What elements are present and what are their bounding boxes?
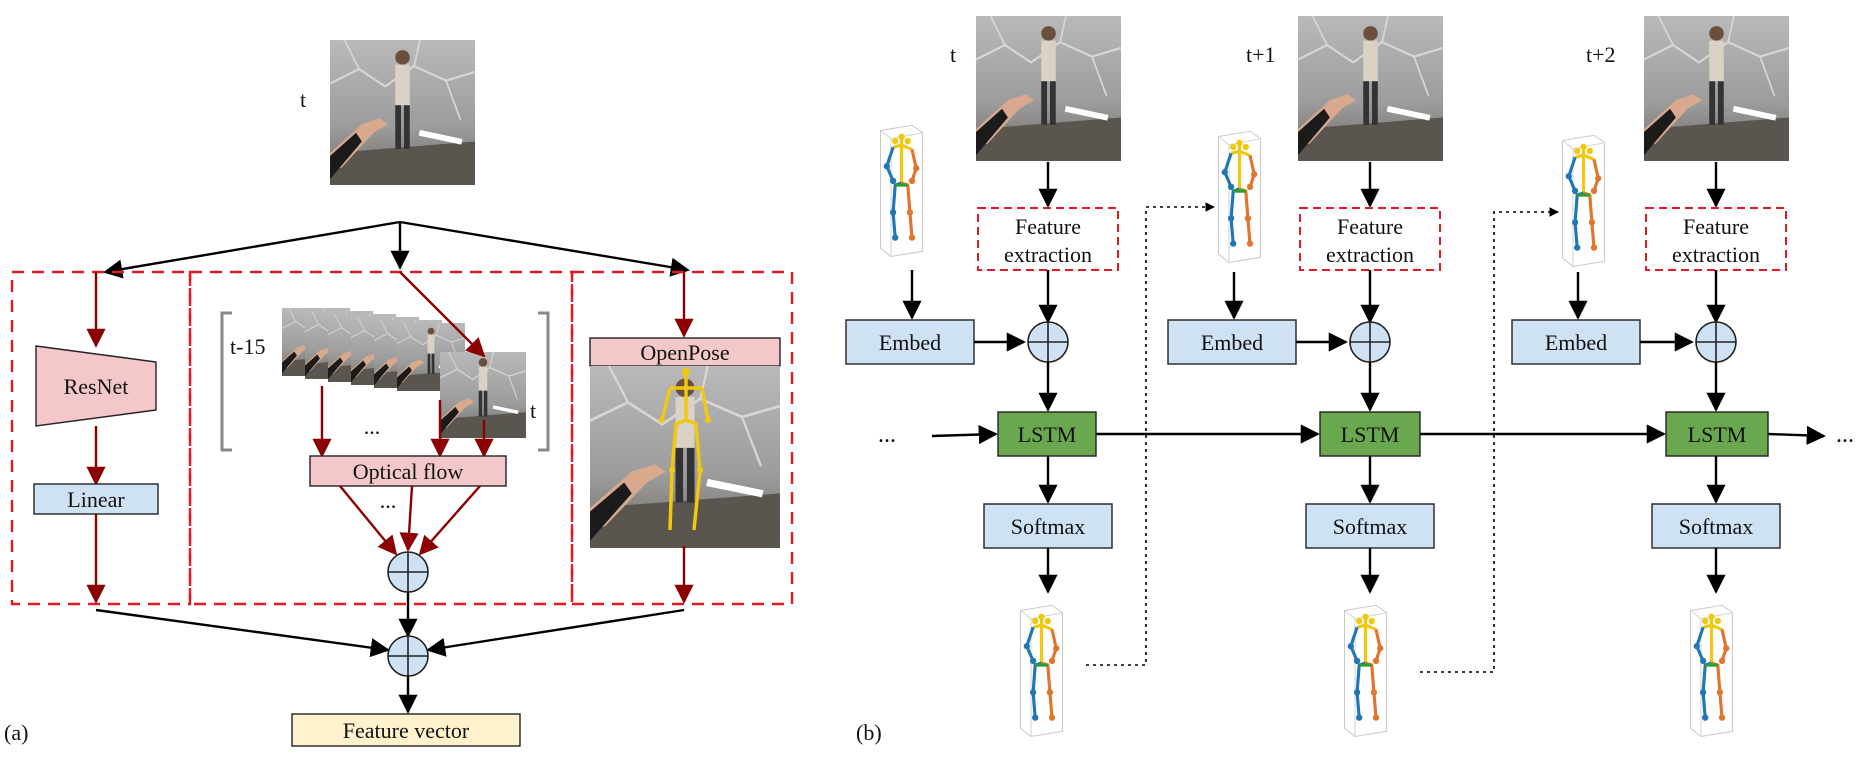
feature-extraction-t2-line2: extraction	[1672, 242, 1760, 267]
resnet-label: ResNet	[64, 374, 129, 399]
sum-node-t2	[1695, 321, 1737, 363]
embed-t2	[1511, 319, 1641, 365]
embed-t-label: Embed	[879, 330, 941, 355]
timestep-t2-label: t+2	[1586, 42, 1616, 67]
openpose-output-image	[588, 364, 782, 550]
flow-branch-box	[188, 270, 574, 606]
timestep-t2-output-pose	[1688, 603, 1735, 739]
timestep-t-output-pose	[1018, 603, 1065, 739]
arrow-to-openpose-branch	[399, 220, 690, 277]
timestep-t1: t+1 Feature extraction Embed LSTM Softma…	[1167, 14, 1445, 739]
frames-ellipsis: ...	[364, 414, 381, 439]
arrow-flow-to-sum-3	[418, 485, 481, 556]
feature-extraction-t2	[1645, 207, 1787, 271]
lstm-t-label: LSTM	[1018, 422, 1077, 447]
window-start-label: t-15	[230, 334, 265, 359]
lstm-t	[997, 411, 1097, 457]
arrow-lstm-t2-out	[1767, 425, 1826, 445]
timestep-t1-output-pose	[1342, 603, 1389, 739]
embed-t1	[1167, 319, 1297, 365]
linear-block	[33, 483, 159, 515]
feature-extraction-t1	[1299, 207, 1441, 271]
time-label-a: t	[300, 87, 306, 112]
arrow-into-lstm-t	[931, 424, 998, 445]
optical-flow-label: Optical flow	[353, 459, 464, 484]
timestep-t-frame	[974, 14, 1123, 163]
ellipsis-right: ...	[1836, 422, 1854, 448]
openpose-block	[589, 337, 781, 367]
timestep-t1-input-pose	[1216, 129, 1263, 265]
arrow-frame-to-stack	[399, 271, 486, 358]
timestep-t1-frame	[1296, 14, 1445, 163]
flow-sum-node	[387, 551, 429, 593]
timestep-t2-input-pose	[1560, 133, 1607, 269]
feature-extraction-t1-line2: extraction	[1326, 242, 1414, 267]
panel-a-label: (a)	[4, 720, 28, 745]
softmax-t2-label: Softmax	[1679, 514, 1754, 539]
feedback-t1-to-t2	[1420, 207, 1559, 673]
feature-extraction-t2-line1: Feature	[1683, 214, 1749, 239]
feature-vector-block	[291, 713, 521, 747]
feature-extraction-t	[977, 207, 1119, 271]
embed-t	[845, 319, 975, 365]
openpose-label: OpenPose	[640, 340, 729, 365]
sum-node-t	[1027, 321, 1069, 363]
timestep-t2: t+2 Feature extraction Embed LSTM Softma…	[1511, 14, 1791, 739]
frame-stack	[281, 307, 527, 439]
feature-vector-label: Feature vector	[343, 718, 470, 743]
softmax-t-label: Softmax	[1011, 514, 1086, 539]
feature-extraction-t1-line1: Feature	[1337, 214, 1403, 239]
ellipsis-left: ...	[878, 422, 896, 448]
panel-b: (b) ... ... t Feature extraction Embed	[845, 14, 1854, 745]
lstm-t2-label: LSTM	[1688, 422, 1747, 447]
panel-b-label: (b)	[856, 720, 882, 745]
window-bracket-left	[220, 311, 232, 452]
timestep-t: t Feature extraction Embed LSTM Softmax	[845, 14, 1123, 739]
window-bracket-right	[538, 311, 550, 452]
softmax-t1-label: Softmax	[1333, 514, 1408, 539]
embed-t2-label: Embed	[1545, 330, 1607, 355]
timestep-t-input-pose	[878, 123, 925, 259]
resnet-block	[35, 345, 157, 427]
openpose-branch-box	[570, 270, 794, 606]
panel-a: t ResNet Linear t-15 t	[4, 38, 794, 747]
optical-flow-block	[309, 455, 507, 487]
feature-extraction-t-line2: extraction	[1004, 242, 1092, 267]
resnet-branch-box	[10, 270, 192, 606]
linear-label: Linear	[67, 487, 125, 512]
flow-ellipsis: ...	[380, 488, 397, 513]
window-end-label: t	[530, 398, 536, 423]
arrow-openpose-to-merge	[426, 608, 685, 657]
timestep-t2-frame	[1642, 14, 1791, 163]
feature-extraction-t-line1: Feature	[1015, 214, 1081, 239]
sum-node-t1	[1349, 321, 1391, 363]
lstm-t1-label: LSTM	[1341, 422, 1400, 447]
timestep-t1-label: t+1	[1246, 42, 1276, 67]
softmax-t1	[1305, 503, 1435, 549]
timestep-t-label: t	[950, 42, 956, 67]
merge-sum-node	[387, 635, 429, 677]
input-frame-image	[328, 38, 477, 187]
softmax-t	[983, 503, 1113, 549]
feedback-t-to-t1	[1086, 202, 1215, 666]
arrow-to-resnet-branch	[103, 220, 401, 279]
arrow-flow-to-sum-1	[339, 485, 398, 556]
embed-t1-label: Embed	[1201, 330, 1263, 355]
arrow-resnet-to-merge	[95, 608, 390, 658]
arrow-flow-to-sum-2	[399, 485, 419, 552]
